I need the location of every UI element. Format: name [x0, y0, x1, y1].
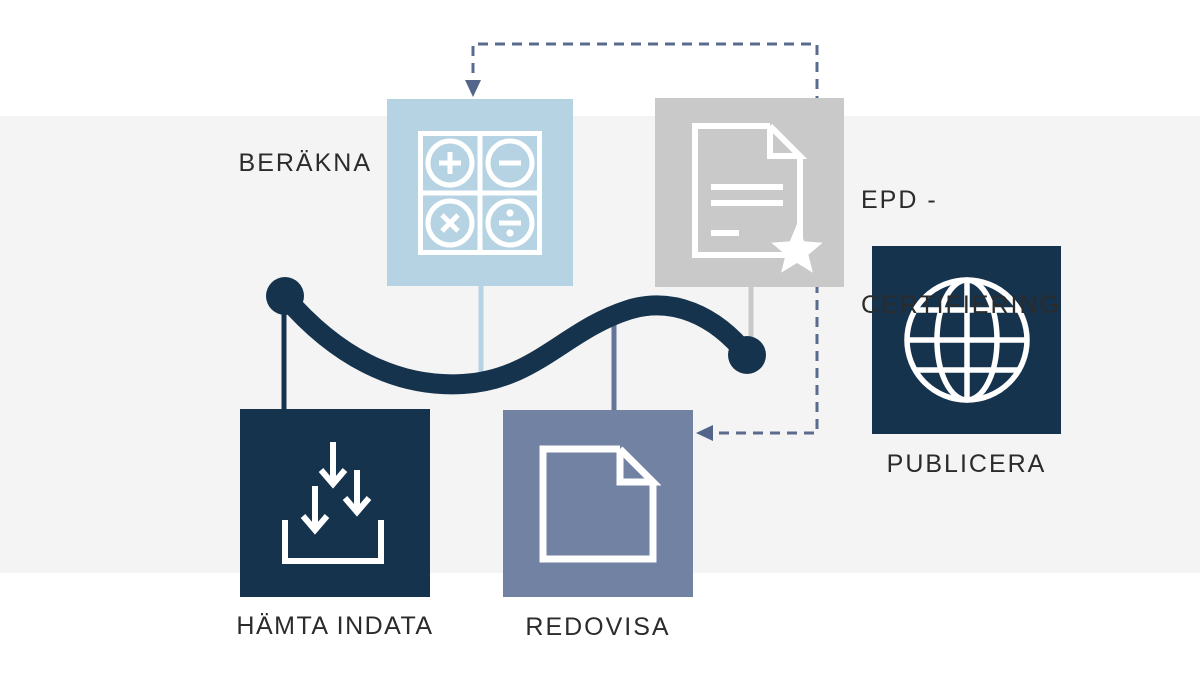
label-epd-line1: EPD -: [861, 186, 938, 214]
arrowhead-down-into-berakna-icon: [465, 80, 481, 97]
document-icon: [539, 445, 661, 562]
arrowhead-left-into-redovisa-icon: [696, 425, 713, 441]
wave-endpoint-left: [266, 277, 304, 315]
node-berakna: [387, 99, 573, 286]
certificate-document-icon: [691, 122, 823, 273]
label-epd-line2: CERTIFIERING: [861, 291, 1061, 319]
label-berakna: BERÄKNA: [238, 149, 372, 177]
calculator-icon: [418, 130, 542, 255]
node-publicera: [872, 246, 1061, 434]
node-hamta-indata: [240, 409, 430, 597]
label-redovisa: REDOVISA: [525, 613, 671, 641]
certificate-star: [770, 223, 823, 273]
wave-endpoint-right: [728, 336, 766, 374]
label-hamta-indata: HÄMTA INDATA: [236, 612, 434, 640]
globe-icon: [903, 277, 1030, 403]
download-tray-icon: [282, 442, 384, 564]
node-redovisa: [503, 410, 693, 597]
label-epd-certifiering: EPD - CERTIFIERING: [861, 113, 1061, 393]
label-publicera: PUBLICERA: [886, 450, 1047, 478]
wave-timeline: [277, 290, 755, 395]
node-epd-certifiering: [655, 98, 844, 287]
